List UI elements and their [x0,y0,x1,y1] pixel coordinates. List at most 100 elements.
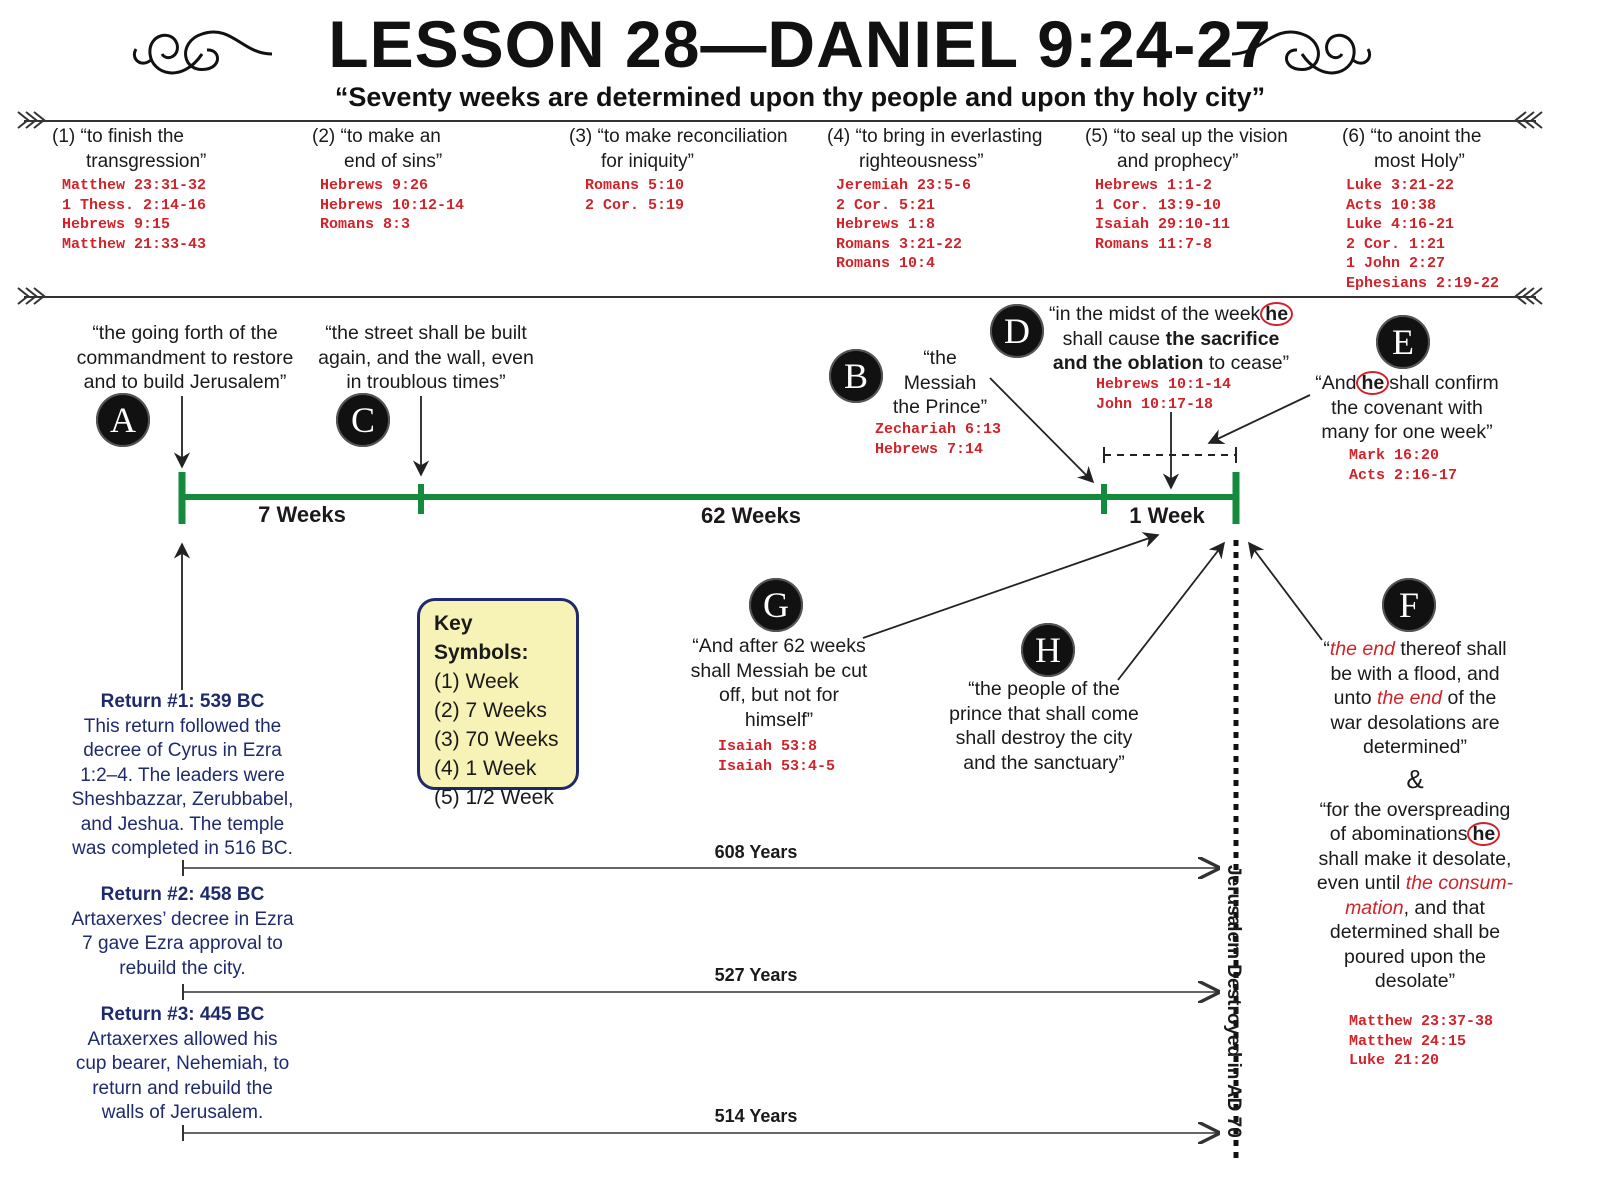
quote-h: “the people of the prince that shall com… [944,677,1144,775]
scripture-ref: Romans 3:21-22 [836,235,963,253]
purpose-2: (2) “to make an end of sins” Hebrews 9:2… [312,124,552,235]
key-item: (4) 1 Week [434,757,537,780]
return-title: Return #1: 539 BC [100,691,265,712]
quote-line: in troublous times” [346,371,506,393]
purpose-refs: Romans 5:10 2 Cor. 5:19 [569,176,819,215]
return-line: return and rebuild the [92,1077,273,1099]
key-item: (2) 7 Weeks [434,699,547,722]
quote-a: “the going forth of the commandment to r… [70,321,300,395]
scripture-ref: Hebrews 1:1-2 [1095,177,1213,194]
scripture-ref: Romans 11:7-8 [1095,235,1213,253]
marker-b-badge: B [829,349,883,403]
quote-f: “the end thereof shall be with a flood, … [1310,637,1520,994]
swirl-ornament-left-icon [133,30,273,75]
quote-line: prince that shall come [949,702,1139,725]
quote-line: to cease” [1208,352,1290,374]
purpose-label: (6) “to anoint the [1342,126,1482,147]
years-608: 608 Years [714,842,798,862]
scripture-ref: 2 Cor. 5:21 [836,196,936,214]
purpose-label: most Holy” [1374,151,1465,172]
marker-d-badge: D [990,304,1044,358]
scripture-ref: Isaiah 53:4-5 [718,757,836,775]
quote-line: shall Messiah be cut [690,659,868,682]
years-527: 527 Years [714,965,798,985]
top-rule [24,120,1536,122]
return-line: rebuild the city. [119,957,246,979]
return-1: Return #1: 539 BC This return followed t… [60,690,305,862]
he-highlight: he [1467,822,1501,846]
marker-c-badge: C [336,393,390,447]
purpose-label: (4) “to bring in everlasting [827,126,1043,147]
purpose-label: end of sins” [344,151,443,172]
quote-red: mation [1345,896,1404,919]
quote-line: again, and the wall, even [318,346,534,369]
scripture-ref: Luke 4:16-21 [1346,216,1455,233]
key-item: (3) 70 Weeks [434,728,559,751]
scripture-ref: 2 Cor. 1:21 [1346,235,1446,253]
marker-h-badge: H [1021,623,1075,677]
scripture-ref: Isaiah 29:10-11 [1095,216,1231,233]
quote-line: determined” [1362,736,1468,758]
chevron-left-icon [17,287,46,305]
scripture-ref: 1 Cor. 13:9-10 [1095,196,1222,214]
marker-f-badge: F [1382,578,1436,632]
purpose-label: transgression” [86,151,207,172]
quote-line: “for the overspreading [1319,798,1511,821]
years-514: 514 Years [714,1106,798,1126]
arrow-b [989,377,1095,484]
scripture-ref: Acts 10:38 [1346,196,1437,214]
scripture-ref: John 10:17-18 [1096,395,1214,413]
quote-line: desolate” [1374,970,1456,992]
quote-line: the covenant with [1331,396,1483,419]
chevron-right-icon [1514,111,1543,129]
refs-g: Isaiah 53:8 Isaiah 53:4-5 [718,737,835,776]
key-item: (5) 1/2 Week [434,786,554,809]
purpose-4: (4) “to bring in everlasting righteousne… [827,124,1077,274]
return-line: and Jeshua. The temple [80,813,285,835]
segment-label-7-weeks: 7 Weeks [258,502,346,527]
quote-line: himself” [744,708,814,731]
scripture-ref: Hebrews 10:12-14 [320,196,465,214]
purpose-label: (1) “to finish the [52,126,184,147]
scripture-ref: Acts 2:16-17 [1349,466,1458,484]
quote-red: the consum- [1405,872,1514,894]
quote-b: “the Messiah the Prince” [880,346,1000,420]
chevron-right-icon [1514,287,1543,305]
segment-label-1-week: 1 Week [1129,503,1205,528]
segment-label-62-weeks: 62 Weeks [701,503,801,528]
quote-line: “And after 62 weeks [692,635,866,657]
arrow-g [862,532,1160,639]
quote-line: shall confirm [1389,372,1499,394]
scripture-ref: Ephesians 2:19-22 [1346,274,1500,292]
scripture-ref: 2 Cor. 5:19 [585,196,685,214]
scripture-ref: Romans 5:10 [585,177,685,194]
purpose-refs: Luke 3:21-22 Acts 10:38 Luke 4:16-21 2 C… [1342,176,1562,293]
quote-line: and the sanctuary” [963,751,1125,774]
purpose-refs: Hebrews 1:1-2 1 Cor. 13:9-10 Isaiah 29:1… [1085,176,1335,254]
scripture-ref: Matthew 21:33-43 [62,235,207,253]
scripture-ref: Luke 21:20 [1349,1052,1440,1069]
purpose-label: (3) “to make reconciliation [569,126,788,147]
scripture-ref: Isaiah 53:8 [718,738,818,755]
page-title: LESSON 28—DANIEL 9:24-27 [328,7,1272,81]
quote-c: “the street shall be built again, and th… [313,321,539,395]
quote-line: even until [1316,872,1406,894]
swirl-ornament-right-icon [1231,30,1371,75]
quote-line: poured upon the [1343,945,1487,968]
quote-line: shall cause [1062,327,1161,350]
return-line: decree of Cyrus in Ezra [83,740,282,761]
quote-line: many for one week” [1321,421,1493,443]
return-line: 7 gave Ezra approval to [82,933,283,954]
scripture-ref: Zechariah 6:13 [875,421,1002,438]
mid-rule [24,296,1536,298]
scripture-ref: Mark 16:20 [1349,447,1440,464]
scripture-ref: Hebrews 9:15 [62,216,171,233]
quote-line: “in the midst of the week [1048,303,1261,325]
purpose-refs: Matthew 23:31-32 1 Thess. 2:14-16 Hebrew… [52,176,292,254]
scripture-ref: Matthew 23:37-38 [1349,1013,1494,1030]
key-item: (1) Week [434,670,519,693]
scripture-ref: Matthew 23:31-32 [62,177,207,194]
refs-b: Zechariah 6:13 Hebrews 7:14 [875,420,1001,459]
marker-g-badge: G [749,578,803,632]
